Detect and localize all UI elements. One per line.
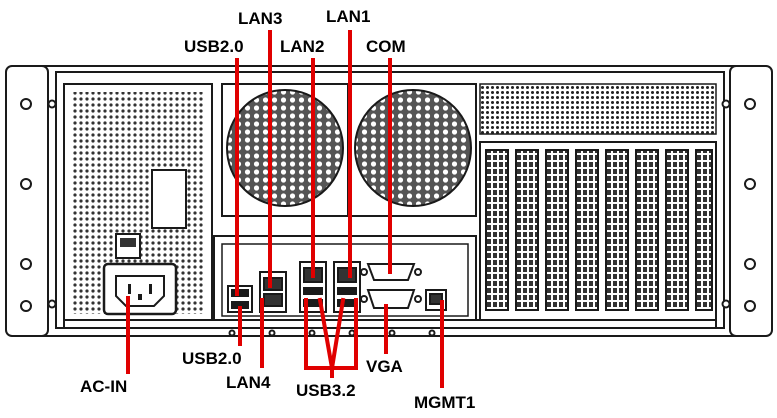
- bottom-rail: [63, 319, 717, 337]
- rack-ear-left: [5, 65, 49, 337]
- label-com: COM: [366, 37, 406, 56]
- expansion-slots: [479, 141, 717, 321]
- label-lan2: LAN2: [280, 37, 324, 56]
- fan-right: [349, 83, 477, 217]
- psu-label-plate: [151, 169, 187, 229]
- label-lan1: LAN1: [326, 7, 370, 26]
- leader-usb32: [304, 297, 358, 378]
- label-usb20-bottom: USB2.0: [182, 349, 242, 368]
- top-vent: [479, 83, 717, 135]
- label-usb20-top: USB2.0: [184, 37, 244, 56]
- label-vga: VGA: [366, 357, 403, 376]
- vga-port: [360, 289, 422, 309]
- rack-ear-right: [729, 65, 773, 337]
- power-supply: [63, 83, 213, 321]
- leader-lines: [126, 30, 444, 388]
- label-lan3: LAN3: [238, 9, 282, 28]
- label-mgmt1: MGMT1: [414, 393, 475, 412]
- callout-labels: LAN3 LAN1 USB2.0 LAN2 COM USB2.0 AC-IN L…: [80, 7, 475, 412]
- label-ac-in: AC-IN: [80, 377, 127, 396]
- fan-left: [221, 83, 349, 217]
- ac-inlet-socket: [115, 275, 165, 307]
- label-lan4: LAN4: [226, 373, 271, 392]
- label-usb32: USB3.2: [296, 381, 356, 400]
- rack-ear-holes: [20, 98, 756, 312]
